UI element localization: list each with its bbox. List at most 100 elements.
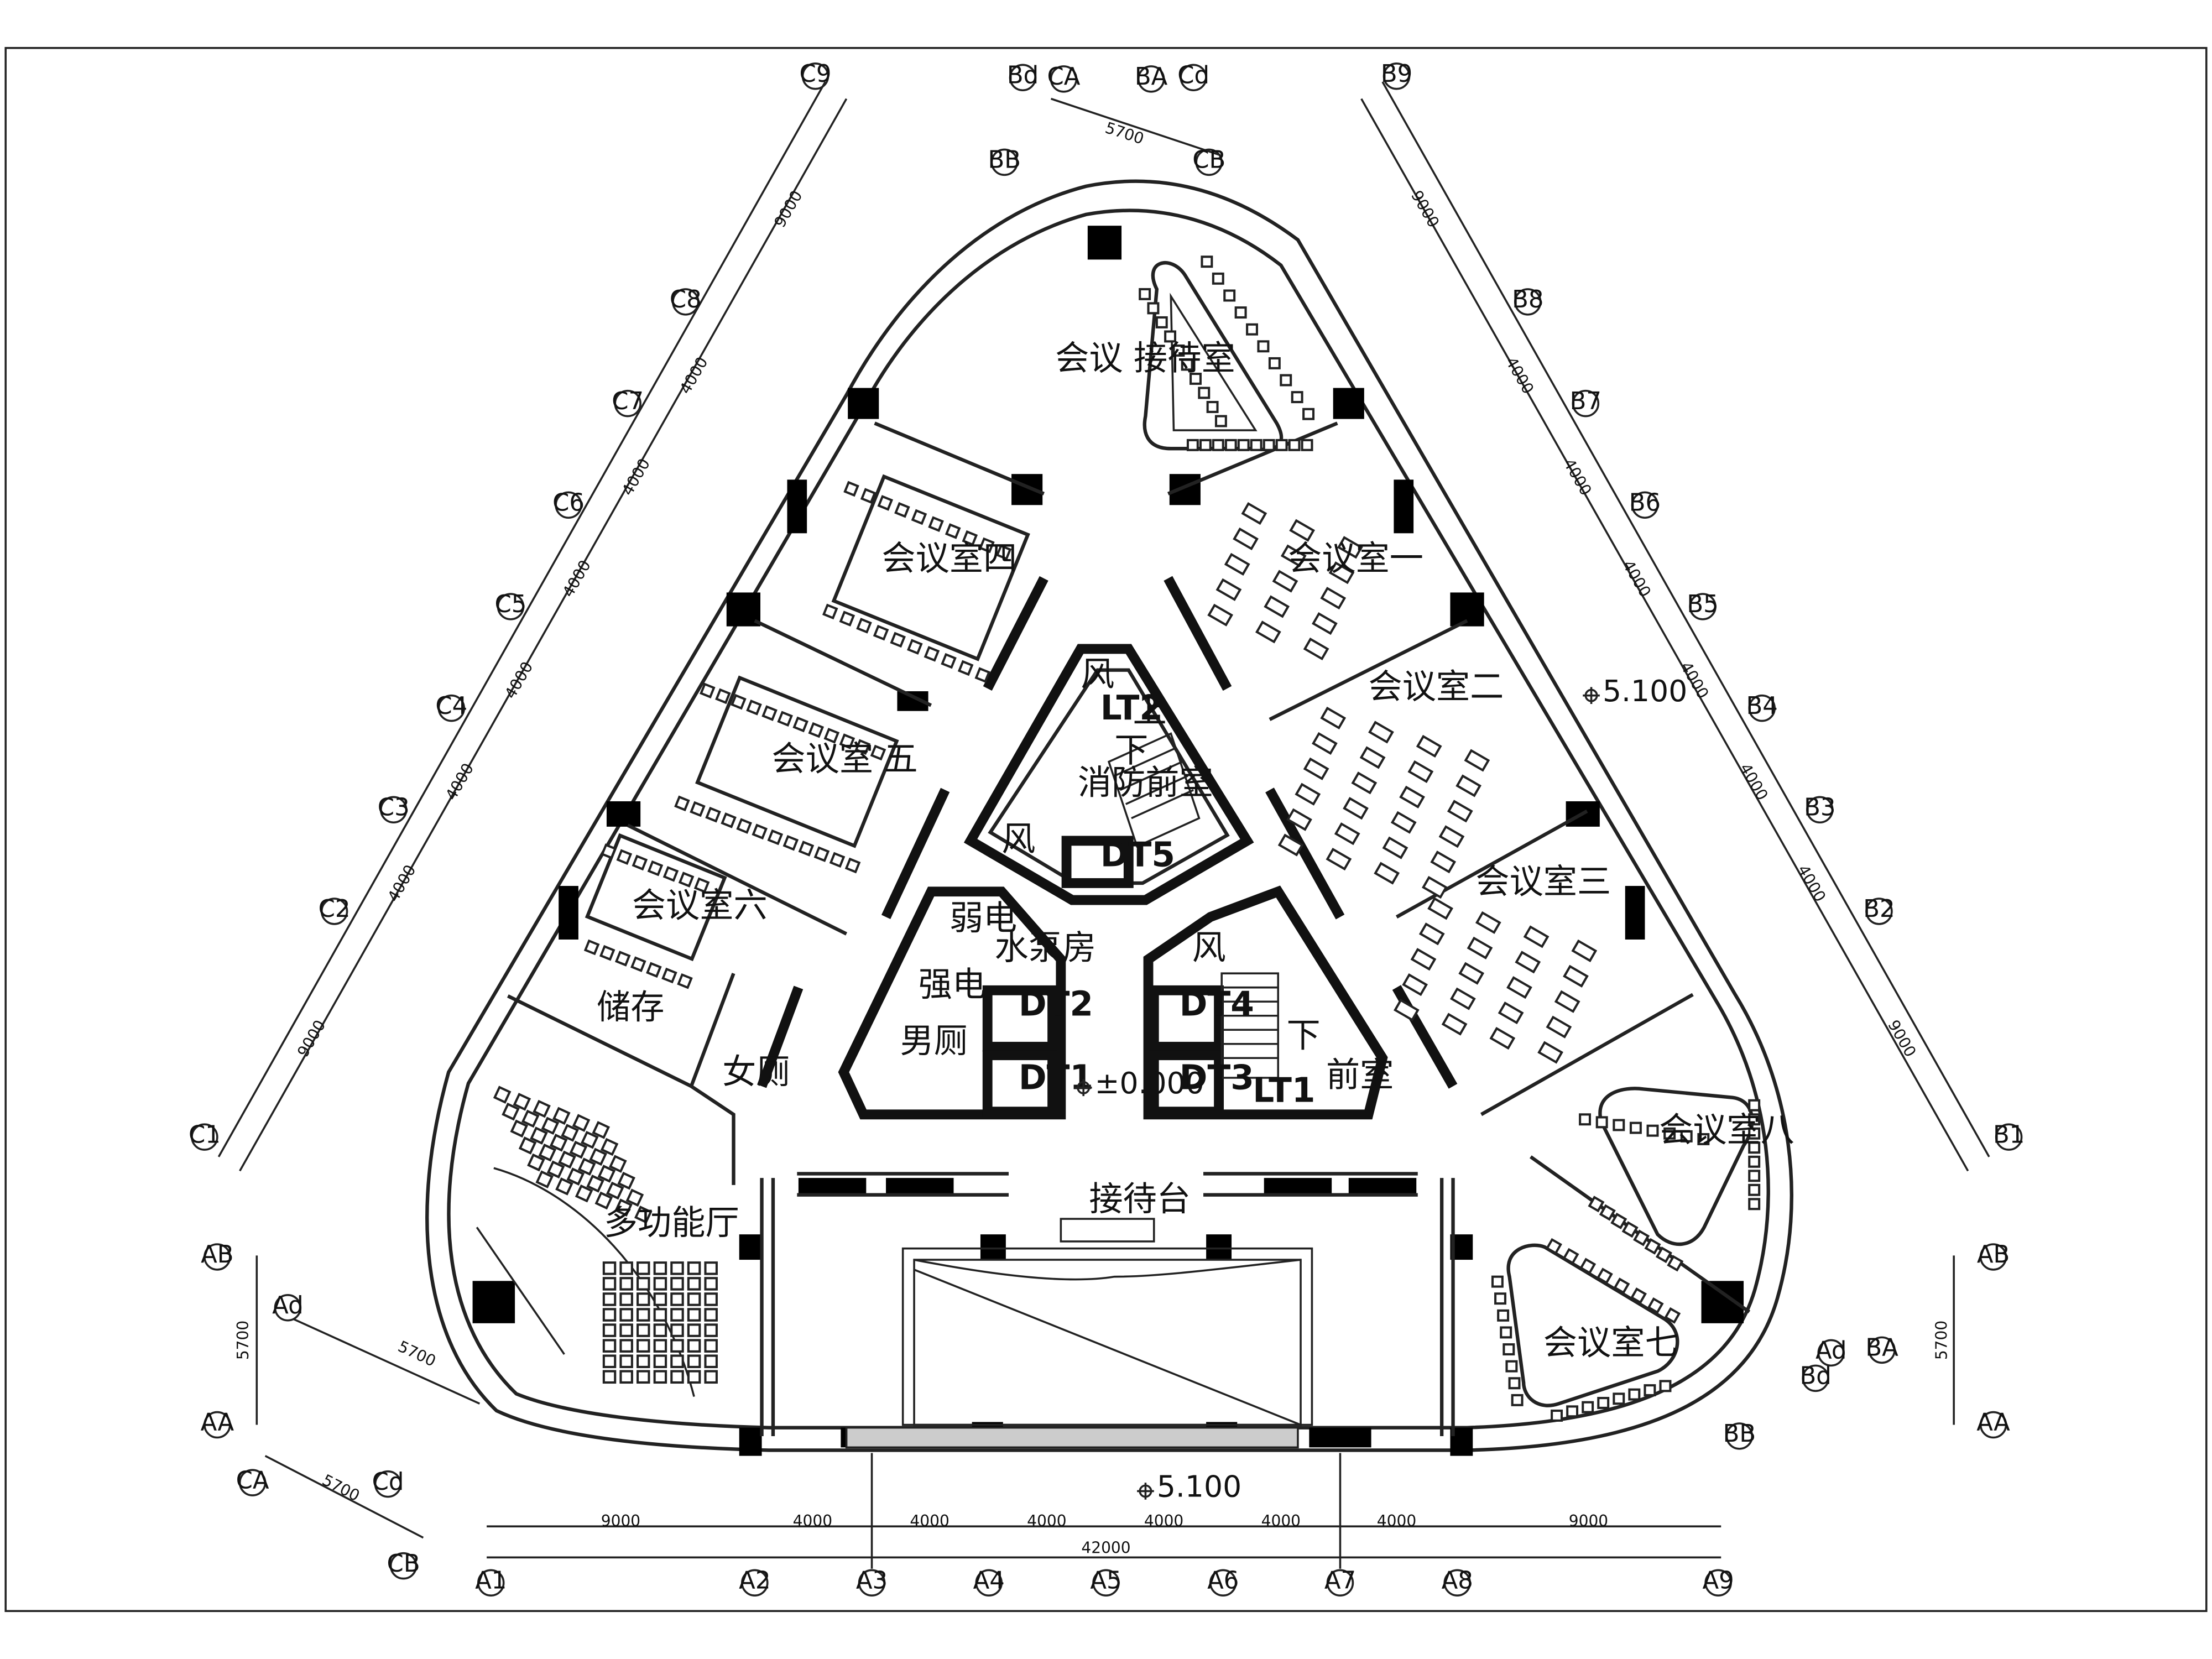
seat bbox=[1212, 439, 1224, 451]
seat bbox=[602, 1354, 617, 1368]
seat bbox=[1588, 1196, 1605, 1213]
seat bbox=[1394, 998, 1420, 1022]
seat bbox=[637, 1370, 650, 1384]
seat bbox=[662, 866, 679, 882]
svg-text:4000: 4000 bbox=[1027, 1512, 1066, 1530]
seat bbox=[907, 639, 923, 655]
seat bbox=[583, 939, 600, 956]
seat bbox=[619, 1339, 633, 1353]
axis-side-right: AB AA Ad BA Bd BB bbox=[1723, 1241, 2010, 1450]
seat bbox=[1563, 964, 1589, 988]
seat bbox=[1303, 637, 1329, 661]
svg-text:A5: A5 bbox=[1090, 1567, 1121, 1594]
svg-text:C4: C4 bbox=[435, 692, 467, 720]
seat bbox=[502, 1102, 520, 1121]
drawing-border bbox=[4, 46, 2208, 1613]
seat bbox=[687, 1261, 701, 1275]
axis-bubble-bb-right: BB bbox=[1723, 1420, 1756, 1450]
seat bbox=[1155, 316, 1168, 328]
label-down-1: 下 bbox=[1114, 731, 1148, 770]
seat bbox=[1697, 1133, 1710, 1145]
room-labels: 会议 接待室 会议室一 会议室二 会议室三 会议室四 会议室 五 会议室六 会议… bbox=[597, 338, 1794, 1363]
axis-bubble-c4: C4 bbox=[435, 692, 467, 722]
seat bbox=[704, 1261, 718, 1275]
seat bbox=[941, 653, 957, 669]
seat bbox=[1268, 357, 1281, 369]
seat bbox=[602, 1261, 617, 1275]
seat bbox=[602, 1277, 617, 1291]
axis-bubble-a3: A3 bbox=[856, 1567, 888, 1597]
svg-text:A7: A7 bbox=[1324, 1567, 1356, 1594]
axis-bubble-aa-right: AA bbox=[1976, 1409, 2010, 1439]
axis-bubble-c7: C7 bbox=[612, 388, 644, 418]
svg-text:A6: A6 bbox=[1207, 1567, 1239, 1594]
seat bbox=[1320, 587, 1347, 610]
seat bbox=[575, 1184, 593, 1203]
svg-text:AB: AB bbox=[201, 1241, 233, 1269]
label-front-room: 前室 bbox=[1326, 1055, 1394, 1094]
seat bbox=[1181, 358, 1193, 371]
seat bbox=[705, 806, 721, 823]
seat bbox=[873, 624, 889, 641]
axis-bubble-b2: B2 bbox=[1863, 895, 1895, 925]
seat bbox=[546, 1160, 565, 1179]
lift-labels: LT2 LT1 DT1 DT2 DT3 DT4 DT5 bbox=[1019, 688, 1316, 1110]
axis-bubble-cd-left: Cd bbox=[372, 1468, 404, 1498]
svg-text:CB: CB bbox=[387, 1550, 420, 1578]
seat bbox=[632, 854, 648, 871]
label-meeting-6: 会议室六 bbox=[632, 886, 768, 925]
seat bbox=[1491, 1275, 1504, 1288]
seat bbox=[1748, 1170, 1761, 1182]
seat bbox=[1659, 1380, 1672, 1392]
seat bbox=[1264, 595, 1290, 618]
svg-text:B4: B4 bbox=[1746, 692, 1778, 720]
seat bbox=[1351, 771, 1378, 795]
seat bbox=[558, 1150, 576, 1169]
seat bbox=[653, 1277, 667, 1291]
seat bbox=[1303, 757, 1329, 780]
svg-text:C1: C1 bbox=[189, 1121, 221, 1149]
svg-text:9000: 9000 bbox=[601, 1512, 640, 1530]
seat bbox=[586, 1175, 604, 1193]
seat bbox=[704, 1339, 718, 1353]
elevation-center: ±0.000 bbox=[1095, 1066, 1204, 1100]
svg-text:B7: B7 bbox=[1570, 388, 1601, 415]
seat bbox=[637, 1354, 650, 1368]
label-reception-meeting: 会议 接待室 bbox=[1055, 338, 1235, 378]
svg-text:C3: C3 bbox=[378, 794, 410, 821]
seat bbox=[1489, 1026, 1516, 1050]
seat bbox=[1272, 570, 1298, 593]
svg-text:4000: 4000 bbox=[1559, 455, 1595, 498]
seat bbox=[704, 1308, 718, 1322]
seat bbox=[1545, 1238, 1562, 1255]
seat bbox=[1277, 833, 1304, 857]
seat bbox=[1680, 1130, 1693, 1142]
svg-text:A9: A9 bbox=[1703, 1567, 1734, 1594]
seat bbox=[518, 1136, 537, 1155]
seat bbox=[670, 1339, 684, 1353]
seat bbox=[1464, 749, 1490, 772]
seat bbox=[1748, 1127, 1761, 1140]
seat bbox=[1450, 987, 1476, 1010]
label-multifunction-hall: 多功能厅 bbox=[604, 1203, 739, 1243]
seat bbox=[527, 1153, 545, 1172]
seat bbox=[535, 1170, 554, 1188]
seat bbox=[637, 1277, 650, 1291]
seat bbox=[813, 846, 830, 862]
label-wind-3: 风 bbox=[1192, 928, 1226, 968]
seat bbox=[1505, 1360, 1518, 1373]
seat bbox=[589, 1147, 607, 1166]
seat bbox=[670, 1261, 684, 1275]
seat bbox=[1748, 1155, 1761, 1168]
axis-bubble-cd-top: Cd bbox=[1177, 62, 1209, 92]
seat bbox=[808, 722, 825, 738]
seat bbox=[1494, 1292, 1506, 1305]
seat bbox=[601, 843, 617, 859]
seat bbox=[602, 1339, 617, 1353]
seat bbox=[1596, 1267, 1613, 1285]
seat bbox=[1237, 439, 1250, 451]
svg-text:C8: C8 bbox=[670, 286, 702, 314]
seat bbox=[1312, 732, 1338, 755]
seat bbox=[843, 481, 859, 497]
seat bbox=[597, 1165, 616, 1183]
